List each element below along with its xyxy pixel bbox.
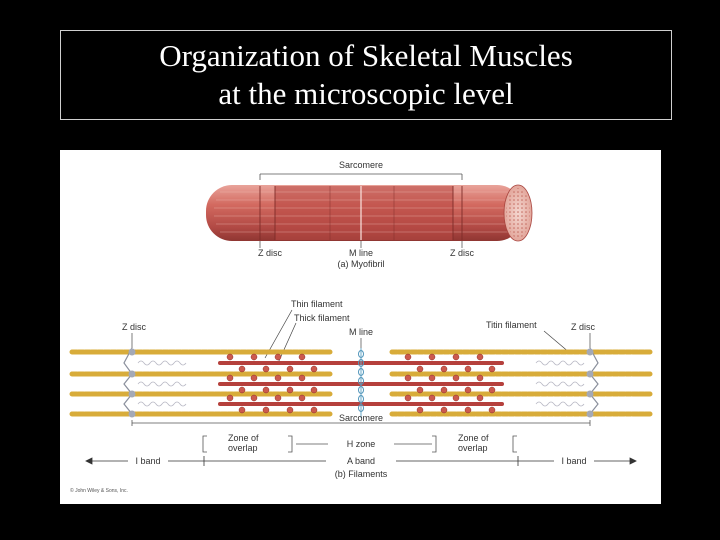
- myofibril-a-band: [275, 186, 453, 240]
- myosin-heads-left: [226, 353, 318, 414]
- slide-title-line-2: at the microscopic level: [218, 76, 514, 111]
- myofibril-section: Sarcomere: [206, 160, 533, 269]
- zone-brackets: [202, 435, 517, 453]
- z-disc-left: [123, 347, 136, 418]
- i-band-right-label: I band: [561, 456, 586, 466]
- myofibril-m-line-label: M line: [349, 248, 373, 258]
- filaments-caption: (b) Filaments: [335, 469, 388, 479]
- filaments-section: Thin filament Thick filament M line Z di…: [69, 299, 653, 494]
- titin-filaments: [137, 360, 585, 407]
- copyright-text: © John Wiley & Sons, Inc.: [70, 487, 128, 494]
- zone-overlap-right-2: overlap: [458, 443, 488, 453]
- slide-title-line-1: Organization of Skeletal Muscles: [159, 38, 573, 73]
- thick-filament-label: Thick filament: [294, 313, 350, 323]
- myofibril-z-disc-right-label: Z disc: [450, 248, 475, 258]
- myofibril-sarcomere-bracket: [259, 173, 463, 180]
- myosin-heads: [226, 353, 496, 414]
- filament-sarcomere-bracket: [131, 420, 591, 426]
- zone-overlap-left-2: overlap: [228, 443, 258, 453]
- myofibril-striations: [214, 191, 520, 233]
- myofibril-z-disc-left-label: Z disc: [258, 248, 283, 258]
- filaments-z-disc-right-label: Z disc: [571, 322, 596, 332]
- titin-filament-label: Titin filament: [486, 320, 537, 330]
- myofibril-sarcomere-label: Sarcomere: [339, 160, 383, 170]
- a-band-label: A band: [347, 456, 375, 466]
- title-box: Organization of Skeletal Muscles at the …: [60, 30, 672, 120]
- diagram-panel: Sarcomere: [60, 150, 661, 504]
- zone-overlap-right-1: Zone of: [458, 433, 489, 443]
- myofibril-pointers: [259, 241, 463, 248]
- myofibril-bands: [259, 186, 463, 240]
- zone-overlap-left-1: Zone of: [228, 433, 259, 443]
- myofibril-caption: (a) Myofibril: [337, 259, 384, 269]
- i-band-left-label: I band: [135, 456, 160, 466]
- filament-m-line: [358, 348, 364, 418]
- filaments-z-disc-left-label: Z disc: [122, 322, 147, 332]
- thin-filaments: [69, 349, 653, 417]
- filament-sarcomere-label: Sarcomere: [339, 413, 383, 423]
- filaments-m-line-label: M line: [349, 327, 373, 337]
- myosin-heads-right: [404, 353, 496, 414]
- thin-filament-label: Thin filament: [291, 299, 343, 309]
- myofibril-cut-end-dots: [506, 188, 530, 238]
- h-zone-label: H zone: [347, 439, 376, 449]
- band-arrows: [85, 456, 637, 466]
- z-disc-right: [586, 347, 599, 418]
